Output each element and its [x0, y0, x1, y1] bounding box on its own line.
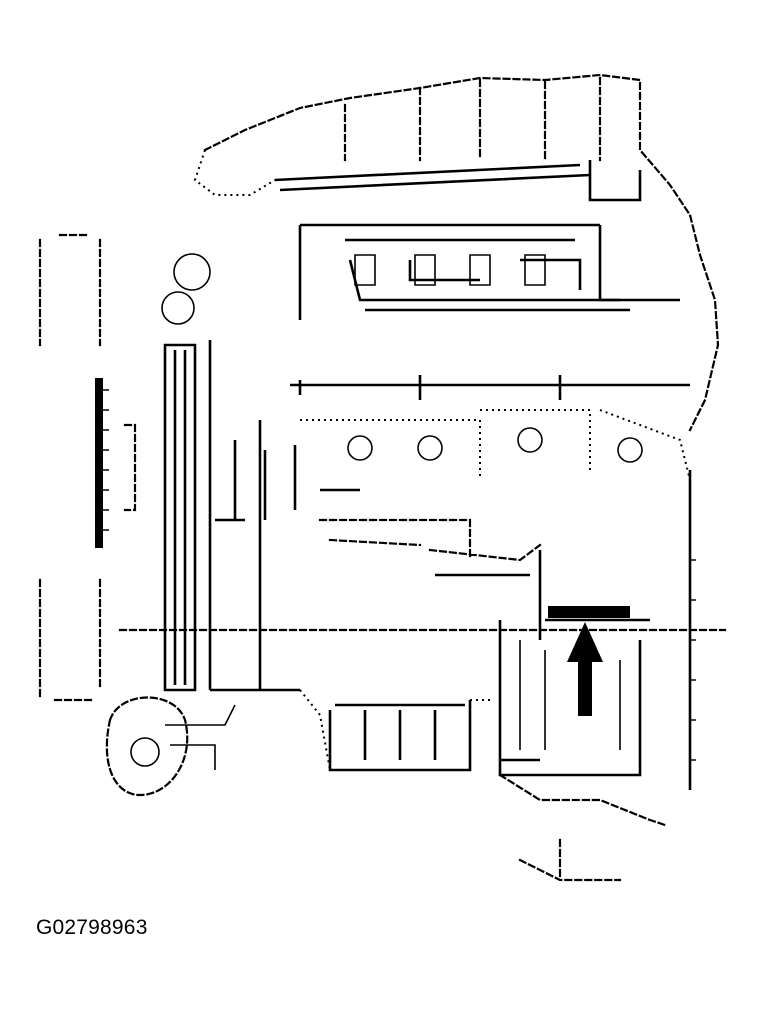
intake-plenum	[343, 76, 602, 162]
cam-sprocket-4	[617, 437, 643, 463]
block-details-left	[215, 440, 360, 522]
scale-bar-left	[95, 378, 103, 548]
valve-cover-detail	[345, 238, 620, 302]
filter-housing-lower	[498, 773, 667, 882]
engine-top-left-outline	[193, 149, 276, 196]
filter-housing	[498, 618, 650, 777]
figure-id-label: G02798963	[36, 916, 148, 939]
cam-sprocket-1	[347, 435, 373, 461]
scale-bar-ticks	[103, 389, 109, 531]
crank-pulley-hub	[130, 737, 160, 767]
timing-cover	[300, 409, 691, 481]
idler-pulley	[173, 253, 211, 291]
crank-pulley-lower	[105, 696, 189, 797]
cam-sprocket-3	[517, 427, 543, 453]
locator-arrow	[567, 622, 603, 716]
cam-sprocket-row	[290, 375, 690, 400]
crank-bracket	[165, 704, 236, 770]
head-bolts	[354, 254, 546, 286]
right-scale-ticks	[690, 559, 696, 761]
cam-sprocket-2	[417, 435, 443, 461]
oil-pan-lower	[299, 689, 490, 771]
fan-shroud-upper	[38, 233, 102, 347]
tensioner-pulley	[161, 291, 195, 325]
filter-details	[519, 640, 621, 750]
drain-plug-top	[548, 606, 630, 618]
fan-shroud-lower	[38, 578, 102, 702]
intake-runners	[274, 160, 642, 202]
oil-pump-area	[318, 518, 542, 562]
bracket-left	[123, 423, 137, 512]
engine-top-cover-outline	[203, 73, 720, 432]
oil-pan	[328, 700, 472, 772]
drive-belt	[163, 343, 197, 692]
engine-block-outline	[208, 340, 300, 692]
